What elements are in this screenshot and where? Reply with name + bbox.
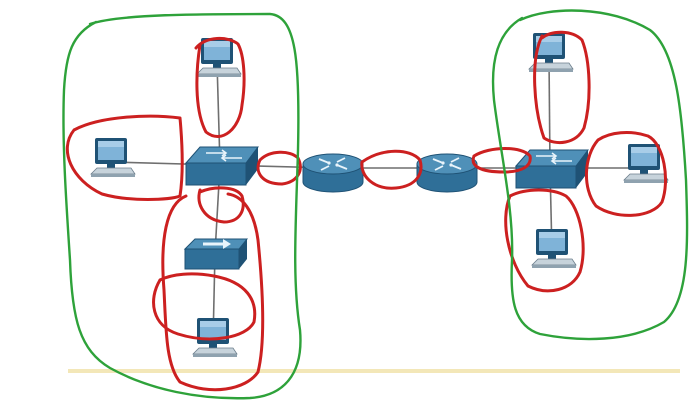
router-icon (416, 153, 478, 193)
router-icon (302, 153, 364, 193)
red-circle-mark (471, 147, 532, 174)
red-circle-mark (194, 37, 246, 138)
red-annotations (65, 30, 667, 392)
red-circle-mark (584, 131, 667, 217)
switch-icon (514, 149, 589, 189)
computer-icon (196, 38, 242, 77)
hub-icon (183, 238, 249, 270)
computer-icon (623, 144, 669, 183)
switch-icon (184, 146, 259, 186)
green-annotations (62, 9, 689, 400)
network-links (110, 56, 644, 343)
computer-icon (90, 138, 136, 177)
green-group-outline (491, 9, 689, 341)
red-circle-mark (152, 272, 257, 341)
computer-icon (531, 229, 577, 268)
red-circle-mark (161, 192, 265, 392)
baseline-line (68, 369, 680, 373)
red-circle-mark (360, 149, 423, 190)
red-circle-mark (197, 186, 245, 224)
green-group-outline (62, 12, 302, 400)
baseline-strip (68, 369, 680, 373)
red-circle-mark (256, 150, 302, 186)
network-devices (90, 33, 669, 357)
red-circle-mark (65, 114, 184, 201)
red-circle-mark (533, 30, 591, 145)
